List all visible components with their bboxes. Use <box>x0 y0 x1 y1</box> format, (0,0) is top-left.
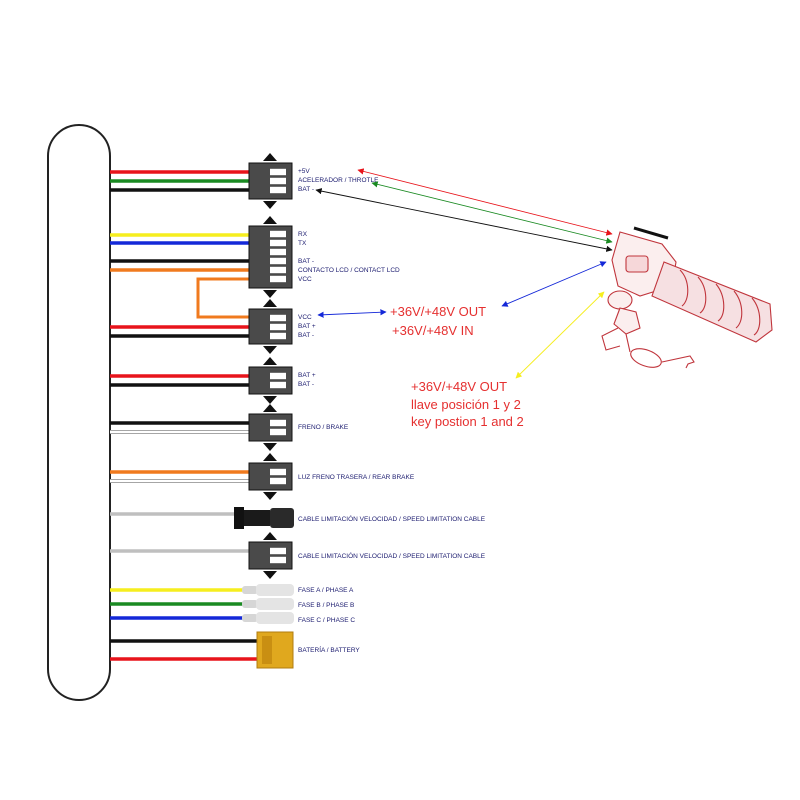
throttle-label-0: +5V <box>298 168 310 175</box>
display-connector-latch-bottom <box>263 290 277 298</box>
battery-aux-connector-pin-1 <box>270 381 286 389</box>
brake-connector-latch-bottom <box>263 443 277 451</box>
key-switch-connector-latch-bottom <box>263 346 277 354</box>
phase-a-bullet <box>256 584 294 596</box>
speed-limit-1-housing-c <box>270 508 294 528</box>
arrow-blue-vcc <box>317 309 387 318</box>
note-key-out: +36V/+48V OUT <box>411 379 507 394</box>
throttle-connector-pin-2 <box>270 186 286 194</box>
rear-brake-connector-pin-0 <box>270 468 286 476</box>
speed-limit-1-housing-a <box>234 507 244 529</box>
display-connector-pin-1 <box>270 239 286 247</box>
battery-aux-label-1: BAT - <box>298 381 314 388</box>
display-connector-pin-4 <box>270 266 286 274</box>
battery-aux-connector-latch-top <box>263 357 277 365</box>
battery-label: BATERÍA / BATTERY <box>298 645 360 654</box>
battery-aux-connector-pin-0 <box>270 372 286 380</box>
battery-aux-connector-housing <box>248 366 293 395</box>
speed-limit-2-connector-housing <box>248 541 293 570</box>
display-connector-pin-2 <box>270 248 286 256</box>
rear-brake-connector-latch-bottom <box>263 492 277 500</box>
display-connector-latch-top <box>263 216 277 224</box>
battery-aux-connector-latch-bottom <box>263 396 277 404</box>
battery-aux-connector <box>248 357 293 404</box>
speed-limit-2-connector-latch-bottom <box>263 571 277 579</box>
note-key-en: key postion 1 and 2 <box>411 414 524 429</box>
display-label-1: TX <box>298 240 307 247</box>
battery-connector <box>256 631 294 669</box>
display-connector-pin-3 <box>270 257 286 265</box>
key-switch-label-1: BAT + <box>298 323 316 330</box>
brake-connector-latch-top <box>263 404 277 412</box>
arrow-yellow-key <box>515 291 605 379</box>
phase-c-label: FASE C / PHASE C <box>298 617 355 624</box>
note-out: +36V/+48V OUT <box>390 304 486 319</box>
wires <box>110 170 258 661</box>
display-label-3: CONTACTO LCD / CONTACT LCD <box>298 267 400 274</box>
key-switch-connector-latch-top <box>263 299 277 307</box>
display-connector-pin-5 <box>270 275 286 283</box>
phase-a-connector <box>242 584 294 596</box>
brake-connector <box>248 404 293 451</box>
phase-b-label: FASE B / PHASE B <box>298 602 354 609</box>
speed-limit-1-housing-b <box>244 510 270 526</box>
phase-a-label: FASE A / PHASE A <box>298 587 354 594</box>
phase-c-bullet <box>256 612 294 624</box>
throttle-label-1: ACELERADOR / THROTLE <box>298 177 379 184</box>
throttle-connector-latch-bottom <box>263 201 277 209</box>
key-switch-connector-pin-2 <box>270 332 286 340</box>
throttle-grip-icon <box>607 226 773 343</box>
display-label-2: BAT - <box>298 258 314 265</box>
labels: +5V ACELERADOR / THROTLE BAT - RX TX BAT… <box>298 168 486 654</box>
key-switch-connector-pin-0 <box>270 314 286 322</box>
throttle-connector-pin-0 <box>270 168 286 176</box>
arrow-blue-throttle <box>501 261 607 307</box>
note-in: +36V/+48V IN <box>392 323 474 338</box>
brake-connector-housing <box>248 413 293 442</box>
display-connector <box>248 216 293 298</box>
arrow-green <box>371 181 613 244</box>
key-switch-connector-pin-1 <box>270 323 286 331</box>
key-switch-label-2: BAT - <box>298 332 314 339</box>
rear-brake-connector <box>248 453 293 500</box>
speed-limit-2-label: CABLE LIMITACIÓN VELOCIDAD / SPEED LIMIT… <box>298 551 486 560</box>
battery-aux-label-0: BAT + <box>298 372 316 379</box>
phase-b-sleeve <box>242 600 258 608</box>
speed-limit-1-label: CABLE LIMITACIÓN VELOCIDAD / SPEED LIMIT… <box>298 514 486 523</box>
phase-a-sleeve <box>242 586 258 594</box>
brake-connector-pin-1 <box>270 428 286 436</box>
key-switch-connector <box>248 299 293 354</box>
speed-limit-2-connector-pin-0 <box>270 547 286 555</box>
rear-brake-connector-pin-1 <box>270 477 286 485</box>
speed-limit-2-connector <box>248 532 293 579</box>
speed-limit-2-connector-latch-top <box>263 532 277 540</box>
rear-brake-connector-housing <box>248 462 293 491</box>
display-label-0: RX <box>298 231 308 238</box>
throttle-connector-pin-1 <box>270 177 286 185</box>
battery-connector-detail <box>262 636 272 664</box>
display-label-4: VCC <box>298 276 312 283</box>
note-key-es: llave posición 1 y 2 <box>411 397 521 412</box>
arrow-black <box>315 188 613 252</box>
orange-loop-wire <box>196 277 250 319</box>
connectors <box>234 153 294 669</box>
speed-limit-1-connector <box>234 507 294 529</box>
brake-label: FRENO / BRAKE <box>298 424 349 431</box>
throttle-connector-latch-top <box>263 153 277 161</box>
phase-b-bullet <box>256 598 294 610</box>
ignition-key-icon <box>601 307 695 369</box>
rear-brake-connector-latch-top <box>263 453 277 461</box>
brake-connector-pin-0 <box>270 419 286 427</box>
throttle-label-2: BAT - <box>298 186 314 193</box>
controller-body-icon <box>47 124 111 701</box>
phase-c-connector <box>242 612 294 624</box>
phase-b-connector <box>242 598 294 610</box>
speed-limit-2-connector-pin-1 <box>270 556 286 564</box>
phase-c-sleeve <box>242 614 258 622</box>
throttle-connector <box>248 153 293 209</box>
rear-brake-label: LUZ FRENO TRASERA / REAR BRAKE <box>298 474 415 481</box>
display-connector-pin-0 <box>270 230 286 238</box>
key-switch-label-0: VCC <box>298 314 312 321</box>
